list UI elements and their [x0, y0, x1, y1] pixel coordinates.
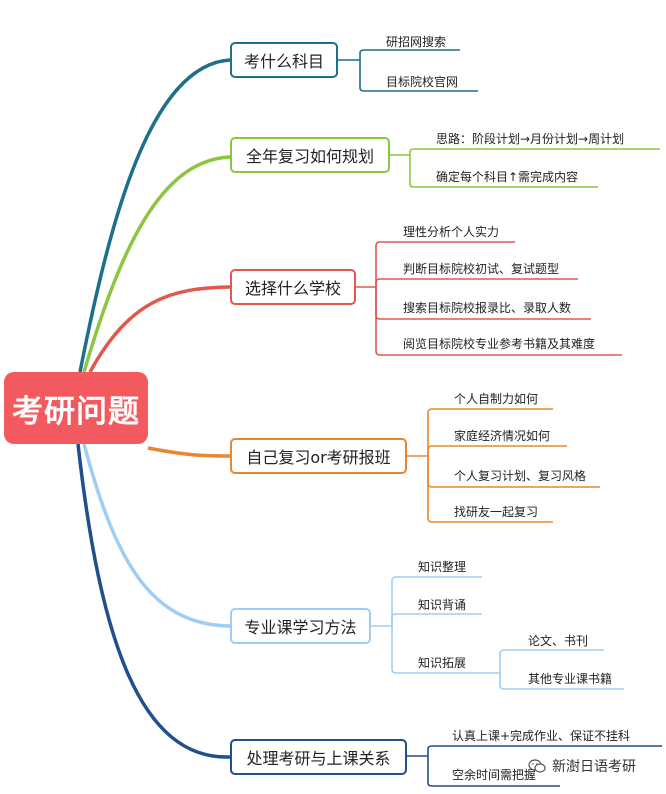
- leaf-node: 知识拓展: [418, 656, 467, 670]
- branch-node-school-choice: 选择什么学校: [230, 269, 356, 305]
- connector-branch-3: [88, 285, 231, 373]
- branch-node-annual-plan: 全年复习如何规划: [230, 137, 390, 173]
- connector-branch-4: [147, 446, 231, 458]
- leaf-node: 认真上课+完成作业、保证不挂科: [452, 729, 631, 743]
- connector-branch-6: [76, 443, 231, 759]
- branch-node-major-method: 专业课学习方法: [230, 608, 371, 644]
- leaf-node: 搜索目标院校报录比、录取人数: [403, 301, 572, 315]
- connector-branch-5: [82, 443, 231, 628]
- root-node: 考研问题: [4, 372, 148, 444]
- leaf-node: 判断目标院校初试、复试题型: [403, 262, 560, 276]
- wechat-icon: [528, 759, 546, 773]
- subleaf-node: 其他专业课书籍: [528, 672, 613, 686]
- leaf-node: 知识背诵: [418, 598, 467, 612]
- subleaf-node: 论文、书刊: [528, 634, 589, 648]
- leaf-node: 家庭经济情况如何: [454, 429, 551, 443]
- leaf-node: 阅览目标院校专业参考书籍及其难度: [403, 337, 596, 351]
- leaf-node: 个人自制力如何: [454, 392, 539, 406]
- leaf-node: 研招网搜索: [386, 35, 447, 49]
- leaf-node: 理性分析个人实力: [403, 225, 500, 239]
- connector-branch-2: [82, 155, 231, 373]
- branch-node-subjects: 考什么科目: [230, 42, 338, 78]
- leaf-node: 空余时间需把握: [452, 768, 537, 782]
- watermark: 新澍日语考研: [528, 756, 636, 776]
- watermark-text: 新澍日语考研: [552, 759, 636, 775]
- leaf-node: 个人复习计划、复习风格: [454, 469, 587, 483]
- connector-branch-1: [78, 58, 231, 373]
- leaf-node: 找研友一起复习: [454, 505, 539, 519]
- leaf-node: 确定每个科目↑需完成内容: [436, 170, 579, 184]
- branch-node-self-or-class: 自己复习or考研报班: [230, 438, 407, 474]
- leaf-node: 目标院校官网: [386, 75, 459, 89]
- leaf-node: 知识整理: [418, 560, 467, 574]
- leaf-node: 思路：阶段计划→月份计划→周计划: [436, 132, 625, 146]
- branch-node-study-vs-class: 处理考研与上课关系: [230, 739, 407, 775]
